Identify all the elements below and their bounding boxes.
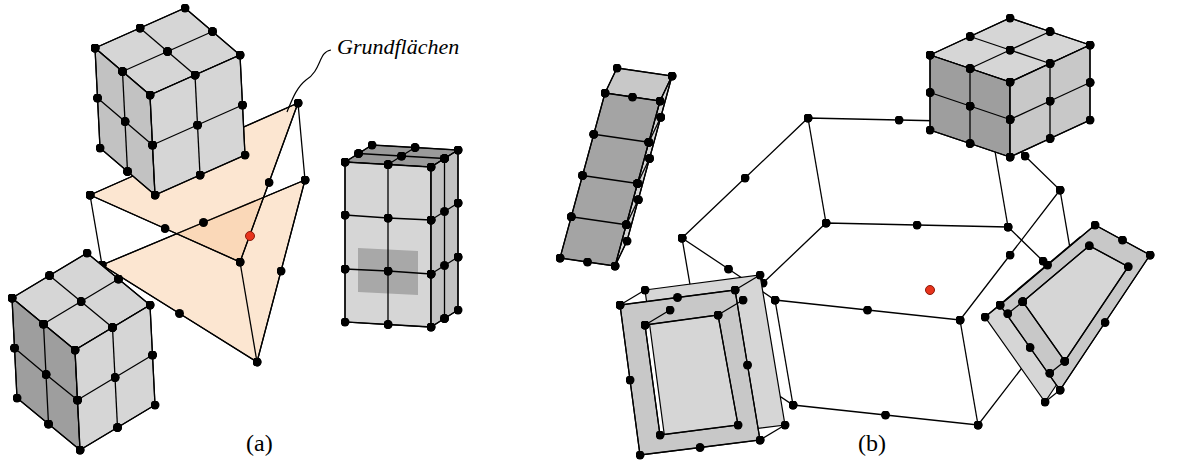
panel-label: (b) (858, 430, 886, 456)
leader-line (287, 50, 331, 112)
ring-box (985, 225, 1150, 402)
part-label: Grundflächen (337, 34, 459, 59)
panel-label-holder: (b) (858, 430, 886, 457)
subdivided-box (95, 8, 245, 195)
subdivided-box (560, 68, 672, 266)
panel-label-holder: (a) (246, 430, 273, 457)
part-label-holder: Grundflächen (337, 34, 459, 60)
subdivided-box (345, 145, 458, 327)
subdivided-box (930, 18, 1090, 157)
subdivided-box (12, 253, 155, 450)
panel-label: (a) (246, 430, 273, 456)
ring-box (620, 275, 785, 455)
